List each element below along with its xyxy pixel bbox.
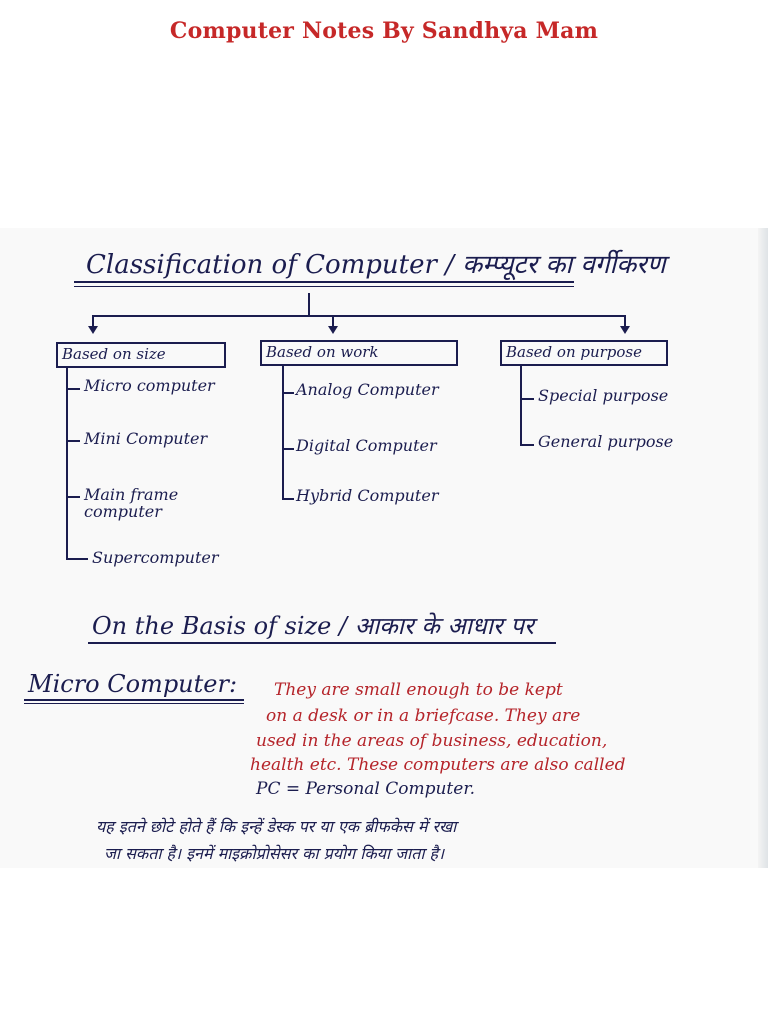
work-tick-3 xyxy=(282,498,294,500)
micro-hindi-line-1: यह इतने छोटे होते हैं कि इन्हें डेस्क पर… xyxy=(96,817,457,836)
size-tick-2 xyxy=(66,440,80,442)
classification-title: Classification of Computer / कम्प्यूटर क… xyxy=(86,250,666,280)
tree-branch xyxy=(92,315,626,317)
page-title: Computer Notes By Sandhya Mam xyxy=(169,18,599,44)
size-item-mainframe: Main frame computer xyxy=(84,485,179,521)
work-item-analog: Analog Computer xyxy=(296,380,439,399)
category-label-purpose: Based on purpose xyxy=(506,343,643,361)
size-tick-1 xyxy=(66,388,80,390)
category-box-size xyxy=(56,342,226,368)
micro-english-line-4: health etc. These computers are also cal… xyxy=(250,755,626,775)
size-item-super: Supercomputer xyxy=(92,548,219,567)
title-underline-2 xyxy=(74,286,574,287)
size-tick-3 xyxy=(66,496,80,498)
notes-page xyxy=(0,228,768,868)
micro-english-line-1: They are small enough to be kept xyxy=(274,680,563,700)
category-label-work: Based on work xyxy=(266,343,379,361)
micro-english-line-3: used in the areas of business, education… xyxy=(256,731,608,751)
work-branch-line xyxy=(282,366,284,500)
purpose-tick-1 xyxy=(520,398,534,400)
tree-drop-right xyxy=(624,315,626,327)
section-heading: On the Basis of size / आकार के आधार पर xyxy=(92,612,534,640)
arrow-center xyxy=(328,326,338,334)
micro-term: Micro Computer: xyxy=(28,670,238,698)
work-item-digital: Digital Computer xyxy=(296,436,437,455)
size-tick-4 xyxy=(66,558,88,560)
category-box-work xyxy=(260,340,458,366)
category-box-purpose xyxy=(500,340,668,366)
title-underline xyxy=(74,281,574,283)
micro-term-underline-2 xyxy=(24,703,244,704)
section-underline xyxy=(88,642,556,644)
size-item-mini: Mini Computer xyxy=(84,429,208,448)
purpose-item-general: General purpose xyxy=(538,432,674,451)
micro-english-line-5: PC = Personal Computer. xyxy=(256,779,475,799)
tree-drop-center xyxy=(332,315,334,327)
work-item-hybrid: Hybrid Computer xyxy=(296,486,439,505)
purpose-item-special: Special purpose xyxy=(538,386,669,405)
work-tick-1 xyxy=(282,392,294,394)
micro-term-underline xyxy=(24,699,244,701)
arrow-right xyxy=(620,326,630,334)
work-tick-2 xyxy=(282,448,294,450)
micro-hindi-line-2: जा सकता है। इनमें माइक्रोप्रोसेसर का प्र… xyxy=(104,844,445,863)
purpose-tick-2 xyxy=(520,444,534,446)
category-label-size: Based on size xyxy=(62,345,166,363)
tree-drop-left xyxy=(92,315,94,327)
size-item-micro: Micro computer xyxy=(84,376,215,395)
size-branch-line xyxy=(66,368,68,560)
page-edge xyxy=(758,228,768,868)
arrow-left xyxy=(88,326,98,334)
micro-english-line-2: on a desk or in a briefcase. They are xyxy=(266,706,581,726)
tree-stem xyxy=(308,293,310,315)
purpose-branch-line xyxy=(520,366,522,446)
